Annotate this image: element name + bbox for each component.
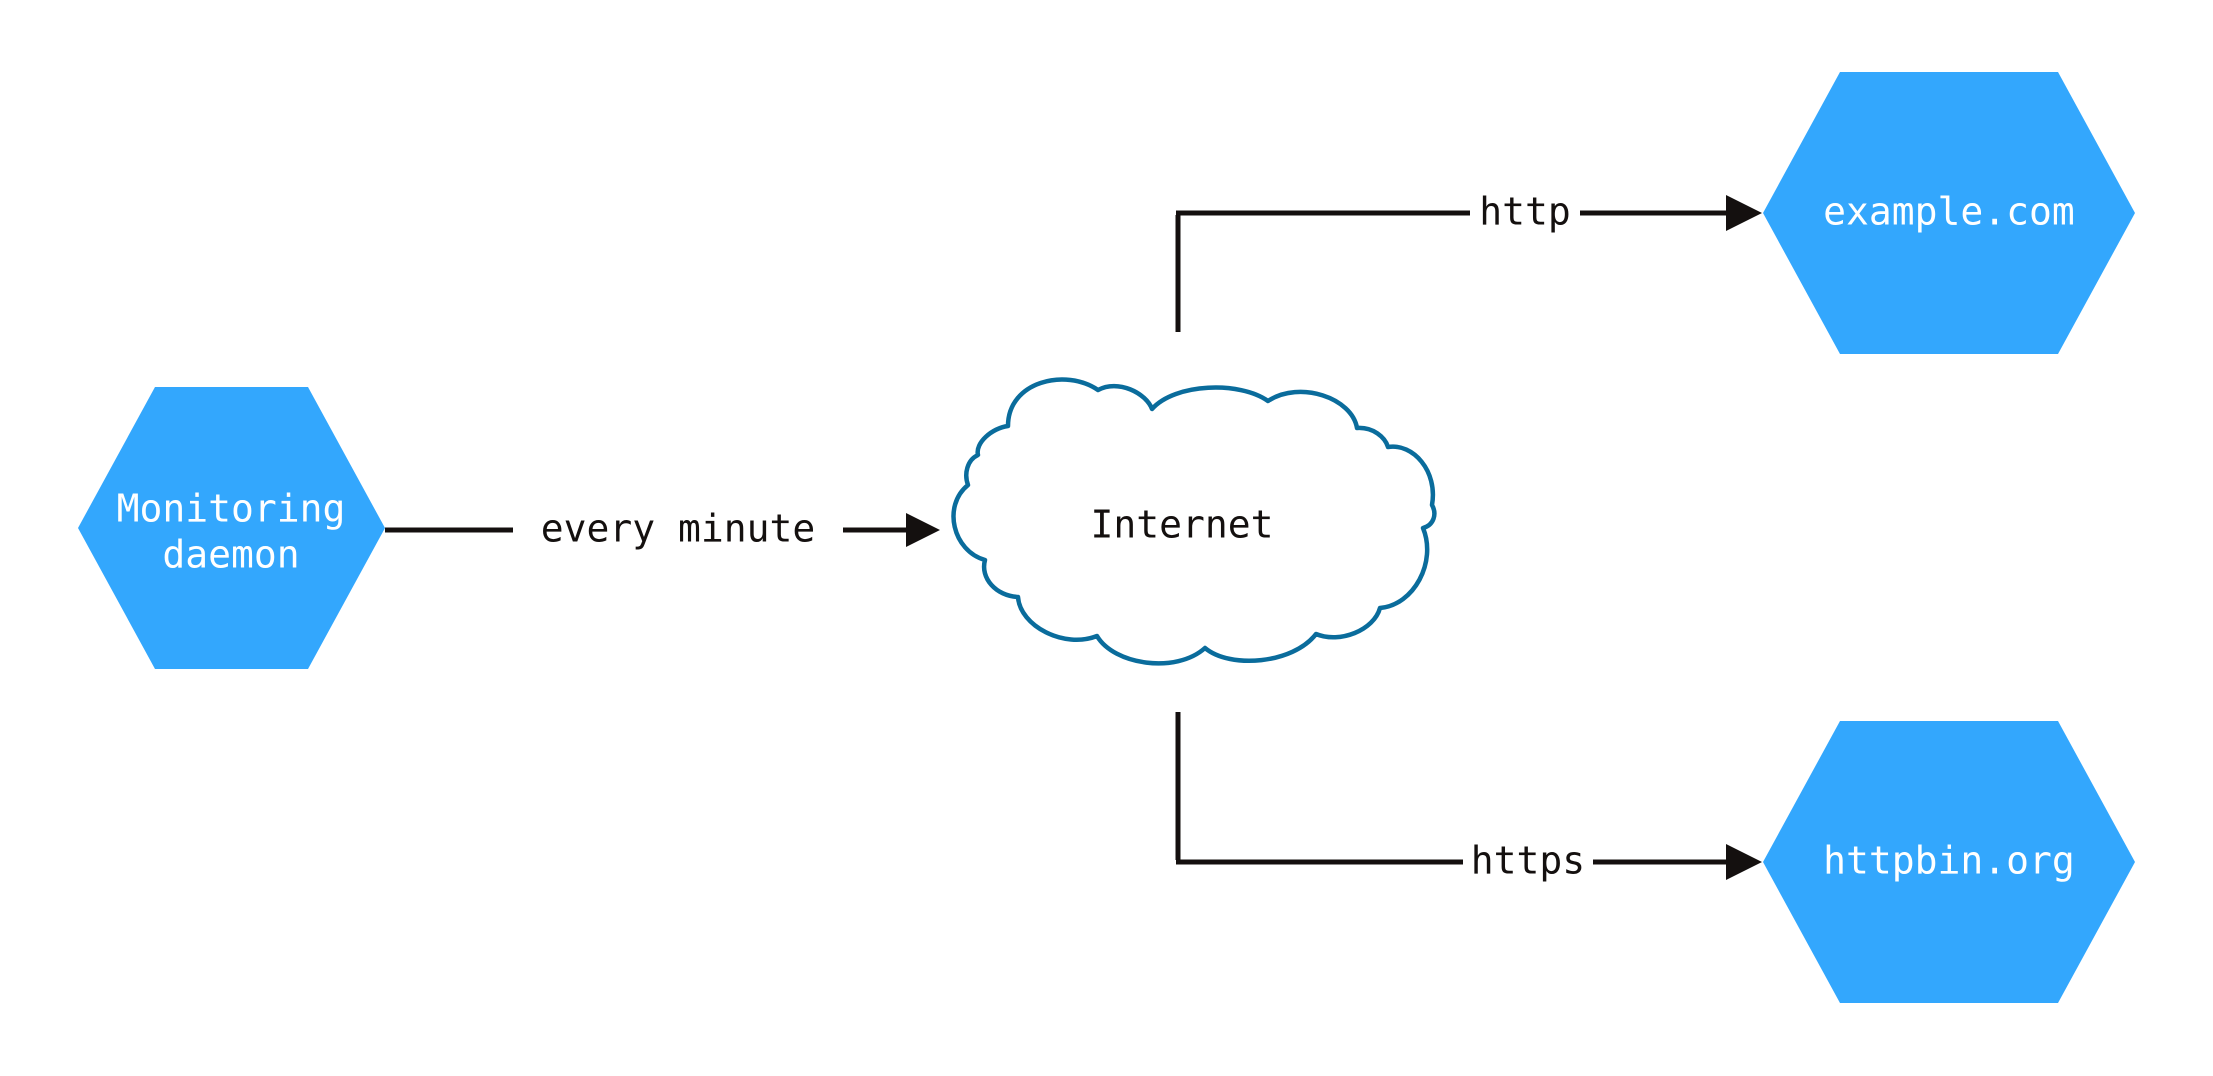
arrowhead-icon — [1726, 195, 1762, 231]
node-example-com[interactable]: example.com — [1763, 72, 2135, 354]
node-label-example-com: example.com — [1823, 190, 2075, 234]
edge-label-http: http — [1479, 190, 1571, 234]
edge-internet-to-example: http — [1175, 190, 1762, 332]
node-label-internet: Internet — [1090, 503, 1273, 547]
node-label-line-1: Monitoring — [117, 487, 346, 531]
node-internet[interactable]: Internet — [951, 377, 1437, 666]
arrowhead-icon — [1726, 844, 1762, 880]
edge-label-every-minute: every minute — [541, 507, 816, 551]
node-httpbin-org[interactable]: httpbin.org — [1763, 721, 2135, 1003]
cloud-shape — [951, 377, 1437, 666]
edge-daemon-to-internet: every minute — [385, 507, 940, 551]
hexagon-shape — [1763, 721, 2135, 1003]
node-monitoring-daemon[interactable]: Monitoring daemon — [78, 387, 385, 669]
hexagon-shape — [1763, 72, 2135, 354]
node-label-httpbin-org: httpbin.org — [1823, 839, 2075, 883]
arrowhead-icon — [906, 513, 940, 547]
edge-label-https: https — [1471, 839, 1585, 883]
node-label-line-2: daemon — [162, 533, 299, 577]
edge-internet-to-httpbin: https — [1175, 712, 1762, 883]
hexagon-shape — [78, 387, 385, 669]
